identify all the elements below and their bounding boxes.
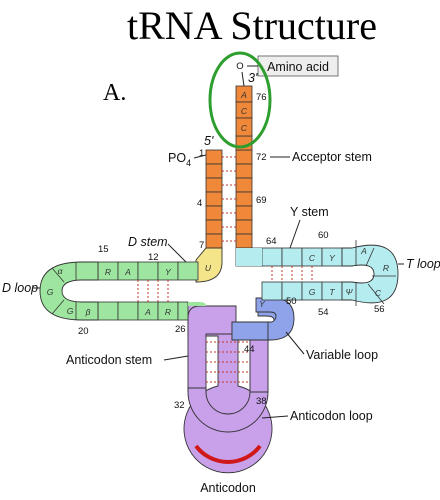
y48-nuc: Y xyxy=(259,299,266,309)
d-stem-label: D stem xyxy=(128,235,168,249)
t-nuc-y: Y xyxy=(329,253,336,263)
pos-1: 1 xyxy=(199,148,204,159)
pos-56: 56 xyxy=(374,304,385,315)
pos-72: 72 xyxy=(256,152,267,163)
anticodon-loop-label: Anticodon loop xyxy=(290,409,373,423)
u8-nuc: U xyxy=(205,263,212,273)
d-nuc-r2: R xyxy=(165,307,171,317)
t-loop-label: T loop xyxy=(406,257,440,271)
variable-loop-bulge xyxy=(255,297,295,341)
cca-c2: C xyxy=(241,123,248,133)
d-nuc-y: Y xyxy=(165,267,172,277)
anticodon-stem xyxy=(188,306,236,388)
highlight-circle xyxy=(208,51,272,149)
t-arm xyxy=(235,240,399,306)
pos-44: 44 xyxy=(244,344,255,355)
phosphate-label: PO4 xyxy=(168,151,191,168)
t-nuc-c: C xyxy=(309,253,316,263)
d-loop-label: D loop xyxy=(2,281,38,295)
t-loop-c: C xyxy=(375,288,382,298)
acceptor-stem-label: Acceptor stem xyxy=(292,150,372,164)
amino-acid-label: Amino acid xyxy=(267,60,329,74)
variable-loop-label: Variable loop xyxy=(306,348,378,362)
pos-20: 20 xyxy=(78,326,89,337)
variable-loop-cap xyxy=(231,321,269,341)
five-prime-label: 5' xyxy=(204,134,214,148)
pos-32: 32 xyxy=(174,400,185,411)
cca-c1: C xyxy=(241,106,248,116)
pos-54: 54 xyxy=(318,307,329,318)
page-title: tRNA Structure xyxy=(127,3,377,48)
d-loop-beta: β xyxy=(85,307,91,317)
anticodon-stem-label: Anticodon stem xyxy=(66,353,152,367)
anticodon-label: Anticodon xyxy=(200,481,256,495)
cca-a: A xyxy=(240,90,247,100)
pos-4: 4 xyxy=(197,198,202,209)
t-nuc-g: G xyxy=(309,287,316,297)
panel-label: A. xyxy=(103,80,126,106)
d-nuc-a2: A xyxy=(144,307,151,317)
d-loop-g2: G xyxy=(67,306,74,316)
t-loop-r: R xyxy=(383,263,389,273)
pos-12: 12 xyxy=(148,252,159,263)
t-loop-a: A xyxy=(360,246,367,256)
pos-7: 7 xyxy=(199,240,204,251)
three-prime-label: 3' xyxy=(248,71,258,85)
d-nuc-r: R xyxy=(105,267,111,277)
d-loop-alpha: α xyxy=(58,266,64,276)
t-nuc-t: T xyxy=(329,287,335,297)
pos-38: 38 xyxy=(256,396,267,407)
pos-69: 69 xyxy=(256,195,267,206)
d-loop-g1: G xyxy=(47,287,54,297)
pos-26: 26 xyxy=(175,324,186,335)
u8-nucleotide xyxy=(195,247,223,283)
hydroxyl-o: O xyxy=(236,61,243,72)
t-nuc-psi: Ψ xyxy=(345,287,353,297)
d-to-anticodon-connector xyxy=(188,302,206,306)
pos-15: 15 xyxy=(98,244,109,255)
d-arm xyxy=(39,261,199,321)
pos-50: 50 xyxy=(286,296,297,307)
y-stem-label: Y stem xyxy=(290,205,329,219)
pos-60: 60 xyxy=(318,230,329,241)
pos-64: 64 xyxy=(266,236,277,247)
anticodon-mark xyxy=(194,444,262,464)
d-nuc-a: A xyxy=(124,267,131,277)
acceptor-stem xyxy=(205,85,253,249)
pos-76: 76 xyxy=(256,92,267,103)
